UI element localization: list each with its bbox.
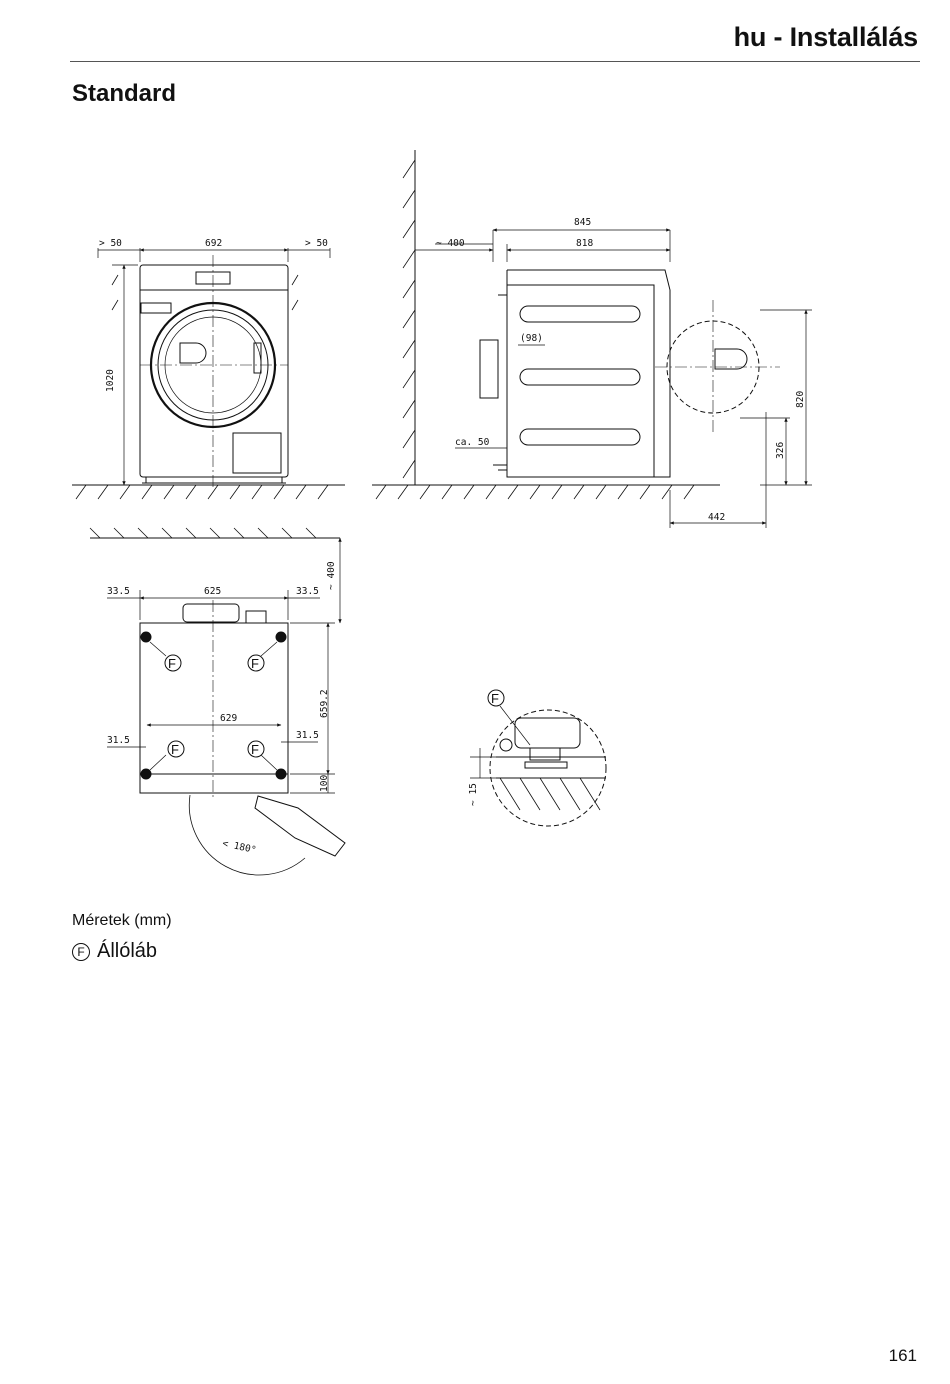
plan-depth-label: 659.2: [319, 689, 330, 718]
detail-offset-label: ~ 15: [468, 783, 479, 806]
plan-front-depth-label: 100: [319, 775, 330, 792]
floor-hatch-front: [75, 484, 329, 500]
legend-item: F Állóláb: [72, 940, 157, 963]
front-clearance-left-label: > 50: [99, 238, 122, 249]
plan-door-angle-label: < 180°: [221, 838, 257, 856]
plan-left-margin-label: 33.5: [107, 586, 130, 597]
side-depth-total-label: 845: [574, 217, 591, 228]
side-wall-clearance-label: ~ 400: [436, 238, 465, 249]
foot-marker-1: F: [168, 656, 176, 671]
dimensions-caption: Méretek (mm): [72, 912, 172, 929]
detail-foot-marker: F: [491, 691, 499, 706]
installation-dimension-drawing: > 50 692 > 50 1020 845 818 ~ 400 (98) ca…: [72, 150, 812, 876]
front-width-label: 692: [205, 238, 222, 249]
plan-foot-right-label: 31.5: [296, 730, 319, 741]
side-depth-body-label: 818: [576, 238, 593, 249]
plan-foot-left-label: 31.5: [107, 735, 130, 746]
foot-marker-4: F: [251, 742, 259, 757]
foot-marker-badge: F: [72, 942, 90, 961]
detail-view: [470, 689, 607, 827]
plan-foot-spacing-label: 629: [220, 713, 237, 724]
side-view: [372, 150, 812, 528]
page-header: hu - Installálás: [70, 20, 920, 62]
plan-right-margin-label: 33.5: [296, 586, 319, 597]
front-height-label: 1020: [105, 369, 116, 392]
front-clearance-right-label: > 50: [305, 238, 328, 249]
side-door-swing-label: 442: [708, 512, 725, 523]
side-bottom-clearance-label: ca. 50: [455, 437, 490, 448]
side-rear-offset-label: (98): [520, 333, 543, 344]
plan-width-label: 625: [204, 586, 221, 597]
side-porthole-height-label: 820: [795, 391, 806, 408]
foot-marker-3: F: [171, 742, 179, 757]
foot-marker-2: F: [251, 656, 259, 671]
section-title: Standard: [72, 80, 177, 107]
front-view: [72, 248, 345, 500]
plan-view: [89, 527, 346, 876]
chapter-title: hu - Installálás: [733, 22, 919, 52]
page-number: 161: [888, 1346, 917, 1365]
legend-label: Állóláb: [97, 940, 158, 962]
plan-wall-clearance-label: ~ 400: [326, 561, 337, 590]
side-porthole-lower-label: 326: [775, 442, 786, 459]
